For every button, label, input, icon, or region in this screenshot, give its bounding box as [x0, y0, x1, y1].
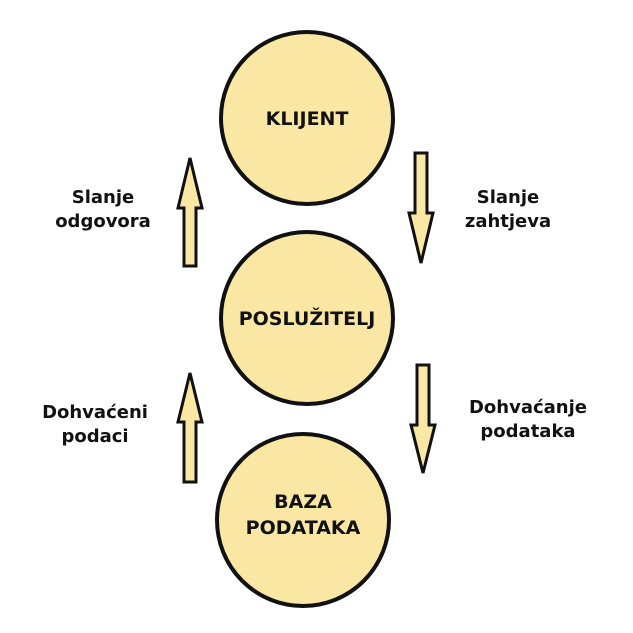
node-klijent-circle [219, 30, 395, 206]
edge-dohvaceni-podaci: Dohvaćeni podaci [42, 372, 204, 484]
edge-slanje-zahtjeva-label-line2: zahtjeva [465, 211, 551, 232]
node-posluzitelj-circle [219, 230, 395, 406]
node-klijent: KLIJENT [219, 30, 395, 206]
node-baza-label-line1: BAZA [274, 491, 332, 513]
edge-slanje-odgovora-label-line1: Slanje [72, 187, 134, 208]
arrow-down-icon [407, 151, 435, 264]
node-posluzitelj-label: POSLUŽITELJ [239, 307, 376, 330]
node-baza-circle [215, 432, 391, 608]
edge-dohvacanje-podataka: Dohvaćanje podataka [409, 363, 587, 474]
edge-dohvacanje-podataka-label-line2: podataka [480, 421, 575, 442]
edge-dohvaceni-podaci-label-line1: Dohvaćeni [42, 402, 148, 423]
arrow-down-icon [409, 363, 437, 474]
node-posluzitelj: POSLUŽITELJ [219, 230, 395, 406]
edge-dohvacanje-podataka-label-line1: Dohvaćanje [469, 397, 587, 418]
node-klijent-label: KLIJENT [266, 108, 349, 130]
edge-slanje-zahtjeva-label-line1: Slanje [477, 187, 539, 208]
arrow-up-icon [176, 372, 204, 484]
edge-slanje-zahtjeva: Slanje zahtjeva [407, 151, 551, 264]
arrow-up-icon [176, 157, 204, 268]
edge-slanje-odgovora: Slanje odgovora [55, 157, 204, 268]
edge-dohvaceni-podaci-label-line2: podaci [61, 426, 128, 447]
edge-slanje-odgovora-label-line2: odgovora [55, 211, 151, 232]
node-baza-podataka: BAZA PODATAKA [215, 432, 391, 608]
node-baza-label-line2: PODATAKA [246, 517, 361, 539]
